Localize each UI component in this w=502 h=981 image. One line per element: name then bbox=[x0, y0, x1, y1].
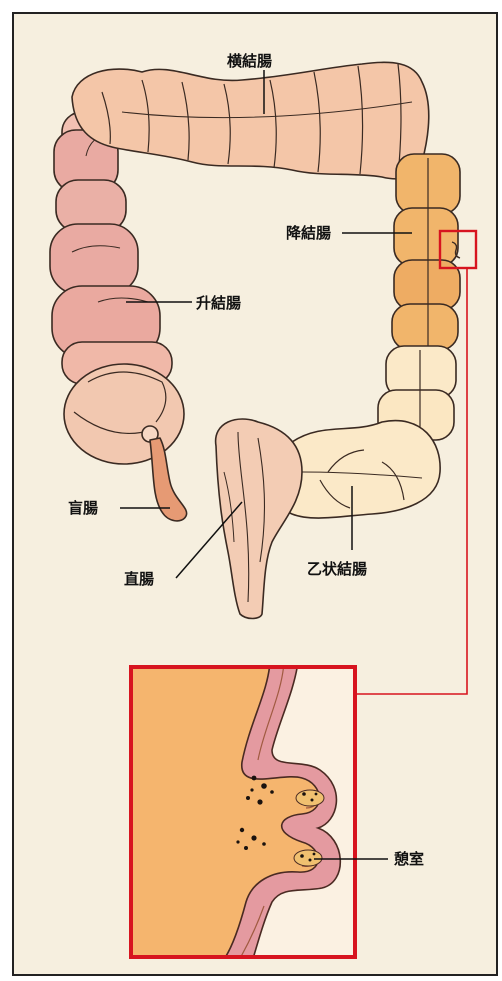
label-descending-colon: 降結腸 bbox=[286, 224, 331, 242]
label-sigmoid-colon: 乙状結腸 bbox=[307, 560, 367, 578]
label-cecum: 盲腸 bbox=[68, 499, 98, 517]
label-diverticulum: 憩室 bbox=[394, 850, 424, 868]
descending-colon bbox=[392, 154, 460, 350]
label-ascending-colon: 升結腸 bbox=[196, 294, 241, 312]
cecum bbox=[64, 364, 184, 464]
label-transverse-colon: 横結腸 bbox=[227, 52, 272, 70]
colon-illustration bbox=[12, 12, 498, 976]
diverticulum-inset bbox=[122, 662, 355, 962]
label-rectum: 直腸 bbox=[124, 570, 154, 588]
diagram-frame: 横結腸 降結腸 升結腸 盲腸 直腸 乙状結腸 憩室 bbox=[12, 12, 498, 976]
